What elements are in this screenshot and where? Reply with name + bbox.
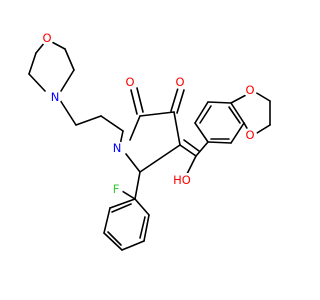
- hydroxyl-label: HO: [173, 173, 191, 187]
- atom-labels: O N N O O O O HO: [40, 31, 257, 196]
- carbonyl-oxygen-atom-1: O: [123, 75, 137, 89]
- hydroxyl-group: HO: [173, 173, 192, 187]
- bond-lines: [28, 40, 271, 251]
- carbonyl-oxygen-label-2: O: [175, 75, 184, 89]
- morpholine-nitrogen-label: N: [51, 90, 60, 104]
- chemical-structure-diagram: O N N O O O O HO: [28, 31, 271, 251]
- pyrrolidine-nitrogen-label: N: [113, 141, 122, 155]
- benzodioxine-oxygen-atom-2: O: [243, 128, 257, 142]
- morpholine-oxygen-label: O: [42, 31, 51, 45]
- fluorine-atom: F: [109, 182, 123, 196]
- morpholine-oxygen-atom: O: [40, 31, 54, 45]
- benzodioxine-oxygen-label-2: O: [245, 128, 254, 142]
- benzodioxine-oxygen-label-1: O: [245, 83, 254, 97]
- fluorine-label: F: [113, 182, 120, 196]
- carbonyl-oxygen-label-1: O: [125, 75, 134, 89]
- benzodioxine-oxygen-atom-1: O: [243, 83, 257, 97]
- pyrrolidine-nitrogen-atom: N: [110, 141, 124, 155]
- carbonyl-oxygen-atom-2: O: [173, 75, 187, 89]
- morpholine-nitrogen-atom: N: [48, 90, 62, 104]
